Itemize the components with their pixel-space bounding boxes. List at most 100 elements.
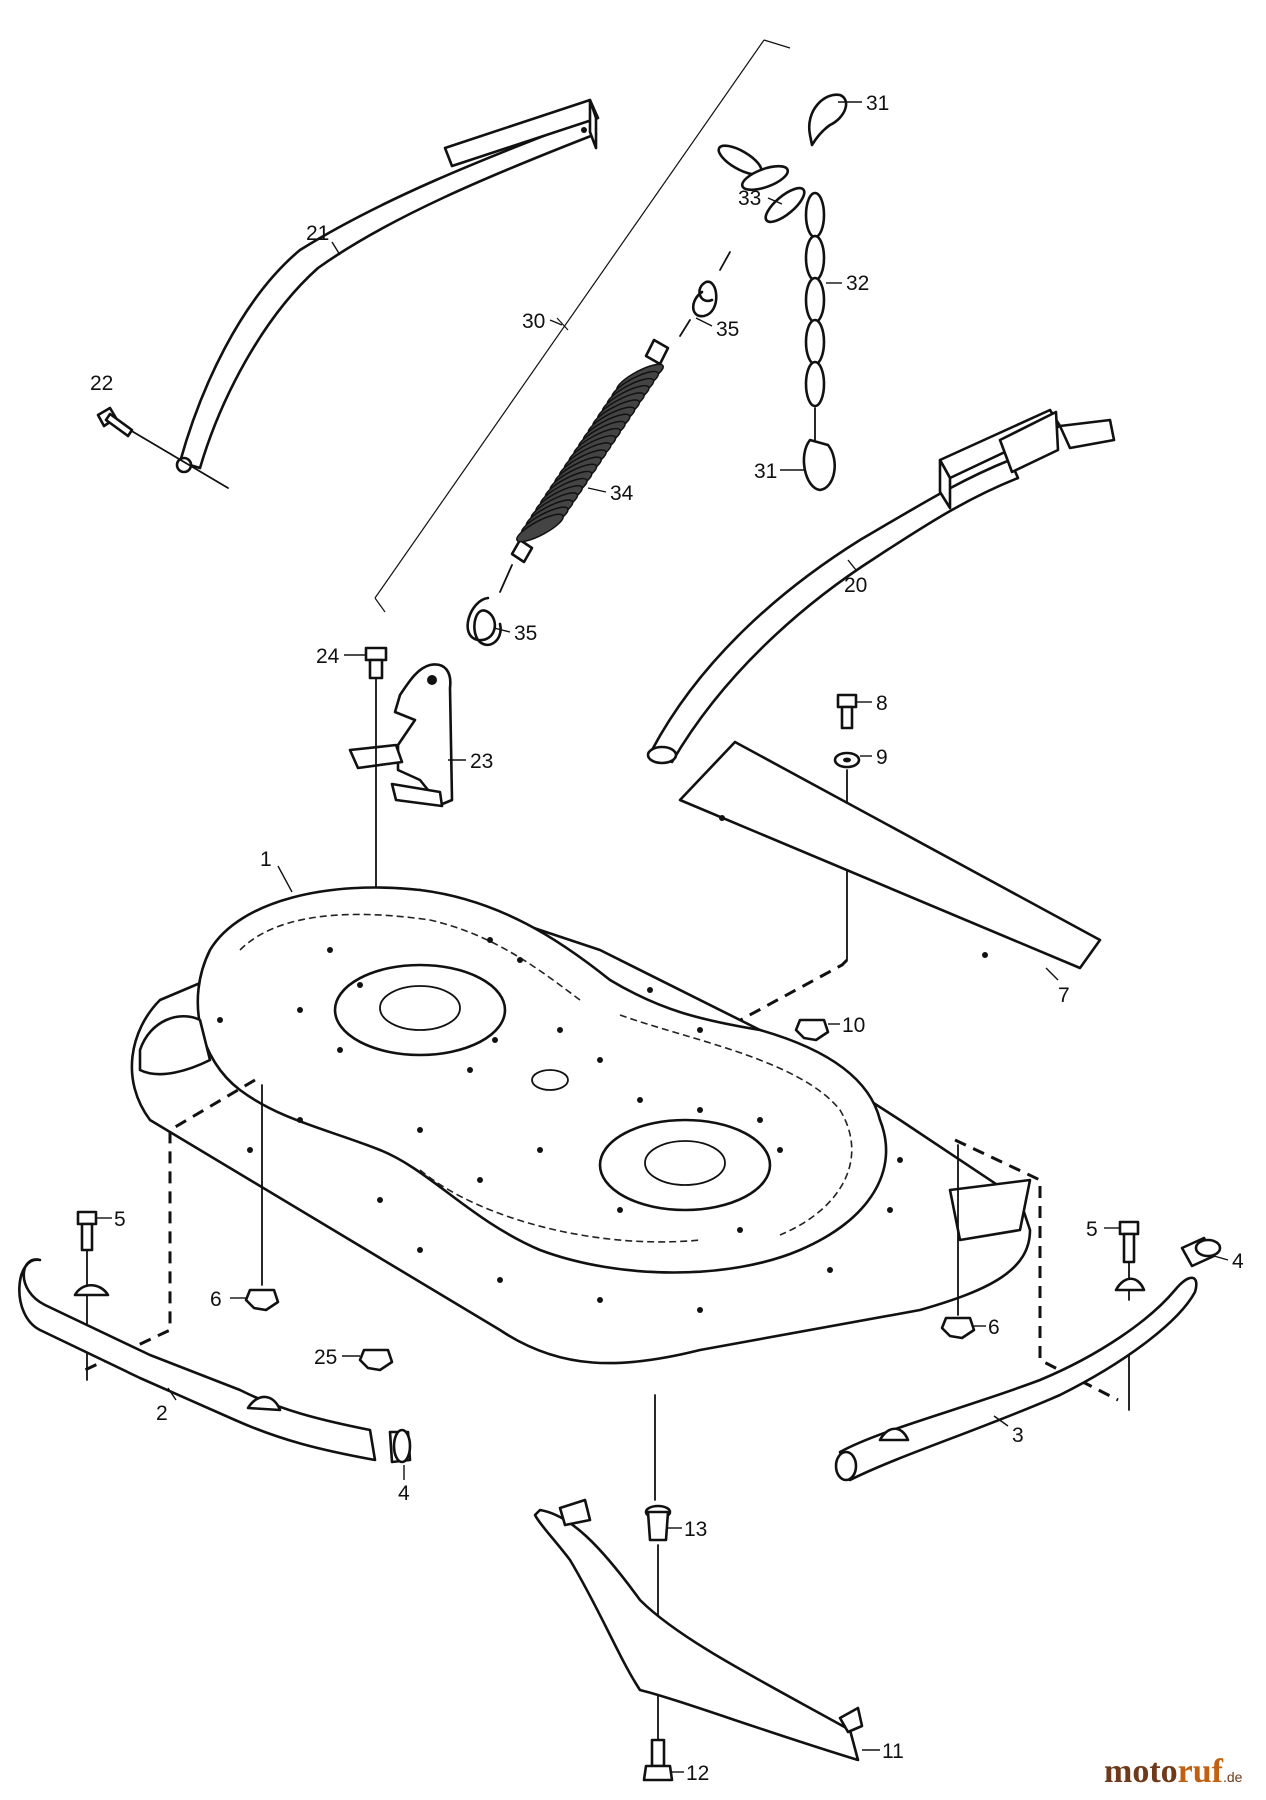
nut-10 (794, 1018, 830, 1042)
nut-6-left (244, 1184, 280, 1312)
mower-deck (130, 886, 1032, 1365)
callout-35-top: 35 (695, 317, 739, 341)
callout-5-left: 5 (96, 1208, 126, 1231)
callout-25: 25 (314, 1346, 360, 1369)
deck-mounting-hole (757, 1117, 763, 1123)
site-logo: motoruf.de (1104, 1753, 1243, 1790)
callout-1: 1 (260, 848, 293, 893)
deck-mounting-hole (492, 1037, 498, 1043)
svg-text:11: 11 (882, 1740, 904, 1763)
lift-arm-left (129, 98, 600, 489)
deck-mounting-hole (247, 1147, 253, 1153)
callout-11: 11 (862, 1740, 904, 1763)
deck-mounting-hole (417, 1127, 423, 1133)
callout-31-bottom: 31 (754, 460, 804, 483)
callout-12: 12 (670, 1762, 709, 1785)
callout-13: 13 (668, 1518, 707, 1541)
svg-text:9: 9 (876, 746, 888, 769)
bolt-5-left (76, 1210, 98, 1381)
svg-text:3: 3 (1012, 1424, 1024, 1447)
bolt-8 (836, 693, 858, 730)
svg-text:5: 5 (1086, 1218, 1098, 1241)
deck-mounting-hole (537, 1147, 543, 1153)
svg-text:20: 20 (844, 574, 867, 597)
svg-text:13: 13 (684, 1518, 707, 1541)
bumper-rod-left (18, 1258, 377, 1462)
nut-25 (358, 1348, 394, 1372)
deck-mounting-hole (897, 1157, 903, 1163)
svg-text:31: 31 (754, 460, 777, 483)
callout-33: 33 (738, 187, 783, 210)
deck-mounting-hole (697, 1307, 703, 1313)
deck-mounting-hole (697, 1107, 703, 1113)
deck-mounting-hole (517, 957, 523, 963)
chain-assembly (717, 93, 848, 492)
deck-mounting-hole (647, 987, 653, 993)
svg-text:35: 35 (716, 318, 739, 341)
svg-text:34: 34 (610, 482, 634, 505)
svg-text:10: 10 (842, 1014, 865, 1037)
svg-text:25: 25 (314, 1346, 337, 1369)
callout-2: 2 (156, 1387, 177, 1425)
deck-mounting-hole (487, 937, 493, 943)
s-hook-upper (679, 251, 731, 337)
svg-text:motoruf.de: motoruf.de (1104, 1753, 1243, 1790)
svg-text:35: 35 (514, 622, 537, 645)
deck-mounting-hole (497, 1277, 503, 1283)
callout-3: 3 (993, 1415, 1024, 1447)
svg-text:12: 12 (686, 1762, 709, 1785)
lift-arm-right (646, 408, 1116, 765)
callout-24: 24 (316, 645, 366, 668)
plug-4-left (388, 1428, 412, 1464)
deck-mounting-hole (637, 1097, 643, 1103)
svg-text:30: 30 (522, 310, 545, 333)
deck-mounting-hole (777, 1147, 783, 1153)
deck-mounting-hole (327, 947, 333, 953)
deck-mounting-hole (827, 1267, 833, 1273)
deck-mounting-hole (737, 1227, 743, 1233)
deck-mounting-hole (697, 1027, 703, 1033)
svg-text:33: 33 (738, 187, 761, 210)
bolt-12 (642, 1738, 674, 1782)
deck-mounting-hole (337, 1047, 343, 1053)
bolt-5-right (1118, 1220, 1140, 1411)
callout-30: 30 (522, 310, 563, 333)
svg-text:24: 24 (316, 645, 340, 668)
svg-text:23: 23 (470, 750, 493, 773)
svg-text:2: 2 (156, 1402, 168, 1425)
callout-35-bottom: 35 (493, 622, 537, 645)
deck-mounting-hole (217, 1017, 223, 1023)
deck-mounting-hole (297, 1007, 303, 1013)
deck-mounting-hole (477, 1177, 483, 1183)
callout-21: 21 (306, 222, 341, 256)
svg-text:8: 8 (876, 692, 888, 715)
s-hook-lower (466, 564, 513, 647)
svg-text:5: 5 (114, 1208, 126, 1231)
callout-32: 32 (826, 272, 869, 295)
deck-mounting-hole (377, 1197, 383, 1203)
deck-mounting-hole (417, 1247, 423, 1253)
callout-6-right: 6 (974, 1316, 1000, 1339)
callout-4-right: 4 (1213, 1250, 1244, 1273)
svg-text:32: 32 (846, 272, 869, 295)
deck-mounting-hole (297, 1117, 303, 1123)
gauge-bracket-11 (533, 1498, 864, 1762)
deck-mounting-hole (597, 1297, 603, 1303)
nut-6-right (940, 1239, 976, 1340)
svg-text:1: 1 (260, 848, 272, 871)
deck-mounting-hole (617, 1207, 623, 1213)
tension-spring (510, 338, 670, 564)
callout-34: 34 (587, 482, 634, 505)
svg-text:21: 21 (306, 222, 329, 245)
callout-6-left: 6 (210, 1288, 246, 1311)
svg-text:22: 22 (90, 372, 113, 395)
spring-assembly-bracket (374, 39, 791, 613)
cover-plate-7 (678, 740, 1102, 970)
callout-9: 9 (860, 746, 888, 769)
bracket-23 (348, 663, 454, 808)
callout-20: 20 (844, 559, 867, 597)
callout-5-right: 5 (1086, 1218, 1120, 1241)
spring-coil (516, 513, 564, 543)
deck-mounting-hole (887, 1207, 893, 1213)
